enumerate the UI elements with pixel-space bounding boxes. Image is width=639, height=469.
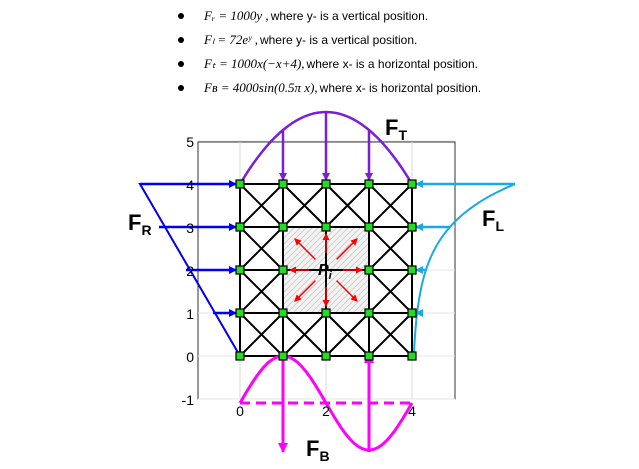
label-ft: FT [385, 115, 407, 143]
truss-node [407, 179, 417, 189]
truss-node [407, 351, 417, 361]
y-tick-labels: 5 4 3 2 1 0 -1 [182, 134, 195, 408]
label-fl: FL [482, 206, 504, 234]
bullet-dot [178, 13, 184, 19]
y-tick-label: 4 [186, 177, 194, 193]
truss-member [239, 226, 284, 271]
equation-fb: Fʙ = 4000sin(0.5π x), [204, 80, 318, 95]
truss-node [364, 222, 374, 232]
bullet-dot [178, 61, 184, 67]
y-tick-label: 0 [186, 349, 194, 365]
truss-node [235, 222, 245, 232]
truss-node [321, 351, 331, 361]
inner-force-arrows [289, 233, 363, 307]
inner-arrow [336, 280, 358, 302]
truss-node [278, 308, 288, 318]
equation-fl: Fₗ = 72eʸ , [204, 32, 258, 47]
truss-member [368, 312, 413, 357]
label-fb: FB [306, 436, 330, 464]
x-tick-labels: 0 2 4 [236, 403, 416, 419]
truss-node [407, 222, 417, 232]
bullet-fr: Fᵣ = 1000y , where y- is a vertical posi… [178, 5, 428, 27]
truss-node [364, 351, 374, 361]
truss-member [368, 226, 413, 271]
y-tick-label: 5 [186, 134, 194, 150]
truss-node [278, 351, 288, 361]
description-fr: where y- is a vertical position. [270, 9, 429, 23]
y-tick-label: -1 [182, 392, 195, 408]
truss-node [278, 222, 288, 232]
truss-node [278, 179, 288, 189]
truss-member [325, 183, 370, 228]
inner-arrow [336, 238, 358, 260]
truss-member [368, 269, 413, 314]
bullet-ft: Fₜ = 1000x(−x+4), where x- is a horizont… [178, 53, 478, 75]
bullet-dot [178, 37, 184, 43]
truss-node [235, 308, 245, 318]
truss-node [364, 179, 374, 189]
truss-node [364, 308, 374, 318]
truss-node [407, 265, 417, 275]
y-tick-label: 3 [186, 220, 194, 236]
truss-node [278, 265, 288, 275]
label-pi: Pi [318, 262, 333, 282]
truss-member [282, 183, 327, 228]
truss-node [321, 179, 331, 189]
x-tick-label: 4 [408, 403, 416, 419]
truss-node [321, 308, 331, 318]
truss-node [235, 179, 245, 189]
x-tick-label: 2 [322, 403, 330, 419]
equation-ft: Fₜ = 1000x(−x+4), [204, 56, 305, 71]
truss-node [235, 265, 245, 275]
bullet-dot [178, 85, 184, 91]
x-tick-label: 0 [236, 403, 244, 419]
truss-nodes [235, 179, 417, 361]
description-ft: where x- is a horizontal position. [306, 57, 478, 71]
inner-arrow [294, 280, 316, 302]
truss-member [239, 312, 284, 357]
label-fr: FR [128, 210, 152, 238]
truss-member [239, 183, 284, 228]
boundary-forces [138, 110, 516, 453]
equation-fr: Fᵣ = 1000y , [204, 8, 269, 23]
description-fb: where x- is horizontal position. [319, 81, 482, 95]
truss-member [368, 183, 413, 228]
inner-arrow [294, 238, 316, 260]
description-fl: where y- is a vertical position. [259, 33, 418, 47]
truss-member [239, 269, 284, 314]
bullet-fl: Fₗ = 72eʸ , where y- is a vertical posit… [178, 29, 417, 51]
y-tick-label: 1 [186, 306, 194, 322]
truss-node [235, 351, 245, 361]
bullet-fb: Fʙ = 4000sin(0.5π x), where x- is horizo… [178, 77, 481, 99]
truss-member [282, 312, 327, 357]
truss-node [321, 222, 331, 232]
truss-node [407, 308, 417, 318]
y-tick-label: 2 [186, 263, 194, 279]
truss-node [364, 265, 374, 275]
truss-member [325, 312, 370, 357]
